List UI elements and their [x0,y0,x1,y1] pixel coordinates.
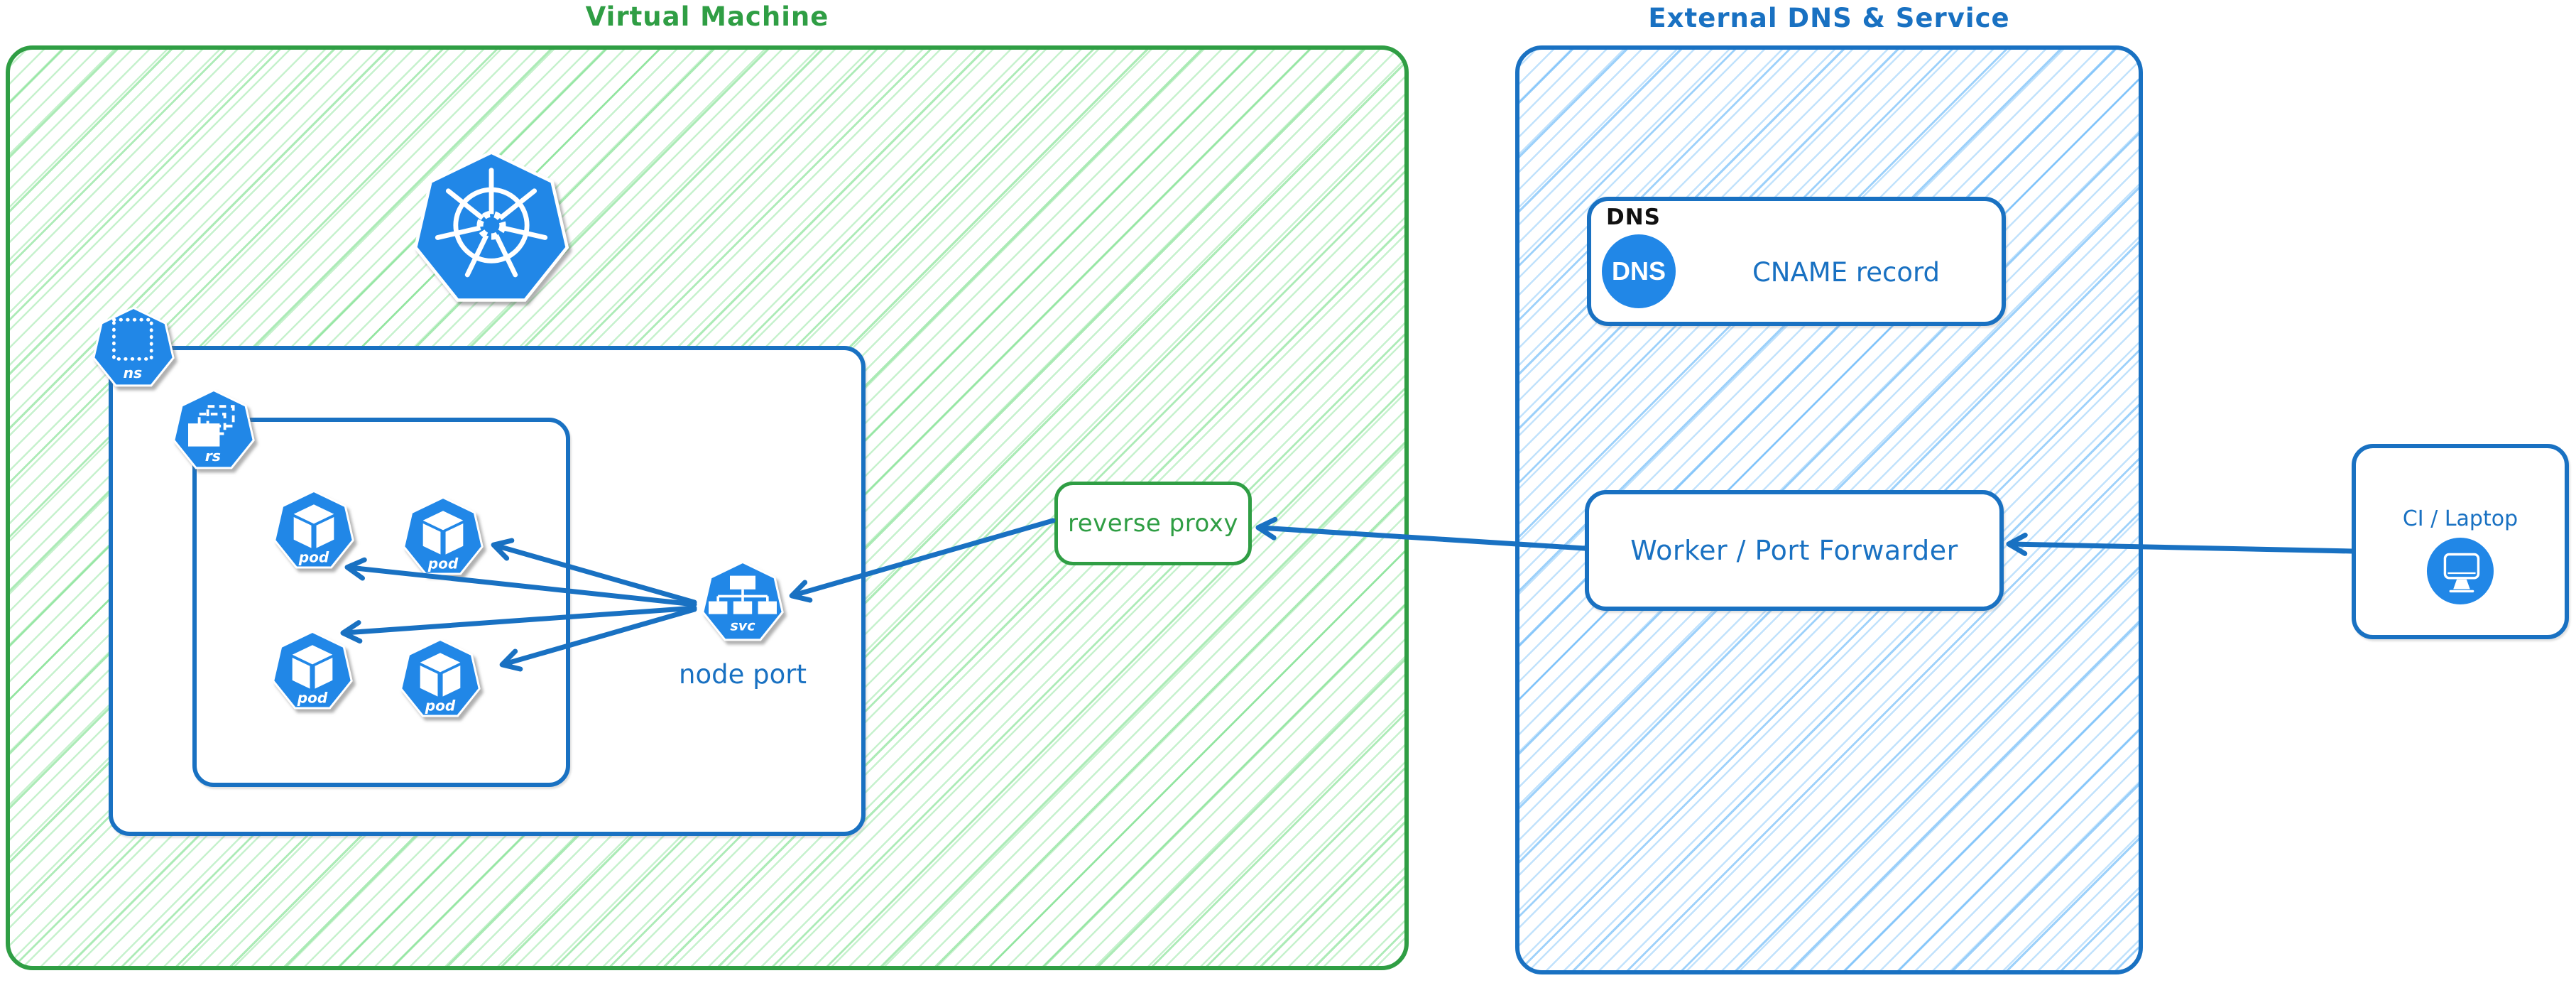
ci-laptop-box: CI / Laptop [2352,444,2569,639]
dns-tag: DNS [1606,205,1661,230]
pod-icon-4: pod [400,638,481,717]
service-icon-label: svc [730,617,755,634]
pod-icon-2: pod [403,496,484,575]
service-icon: svc [702,560,784,641]
ci-laptop-label: CI / Laptop [2402,506,2518,531]
monitor-icon [2426,537,2494,605]
reverse-proxy-label: reverse proxy [1068,509,1238,538]
reverse-proxy-box: reverse proxy [1054,482,1252,565]
namespace-icon: ns [92,306,175,387]
pod-icon-label: pod [297,690,328,707]
pod-icon-label: pod [427,555,459,572]
pod-icon-1: pod [273,489,354,569]
virtual-machine-title: Virtual Machine [585,1,829,32]
kubernetes-logo-icon [413,151,569,302]
node-port-label: node port [679,659,807,690]
replicaset-icon-label: rs [205,447,221,465]
external-dns-service-title: External DNS & Service [1648,3,2010,33]
replicaset-icon: rs [173,389,255,469]
dns-icon: DNS [1602,234,1676,308]
pod-icon-label: pod [425,697,456,715]
pod-icon-3: pod [272,630,353,710]
cname-record-label: CNAME record [1752,257,1941,288]
namespace-icon-label: ns [123,364,142,381]
worker-label: Worker / Port Forwarder [1630,535,1958,566]
pod-icon-label: pod [298,549,329,566]
worker-box: Worker / Port Forwarder [1585,490,2004,611]
